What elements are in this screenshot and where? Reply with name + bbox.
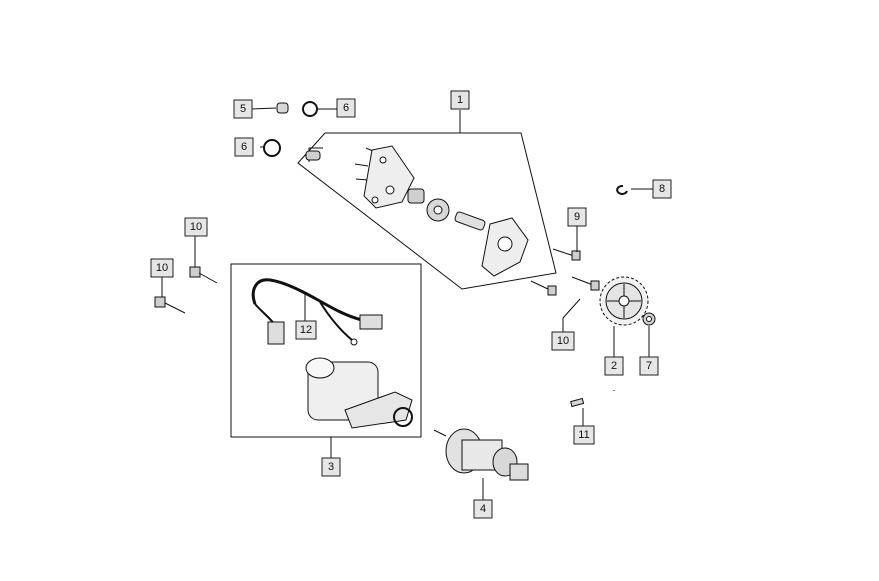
callout-10: 10 bbox=[184, 217, 208, 237]
callout-7: 7 bbox=[639, 356, 659, 376]
callout-9: 9 bbox=[567, 207, 587, 227]
callout-label: 8 bbox=[659, 183, 665, 195]
callout-label: 7 bbox=[646, 360, 652, 372]
callout-label: 11 bbox=[578, 429, 589, 441]
callout-11: 11 bbox=[573, 425, 595, 445]
callout-3: 3 bbox=[321, 457, 341, 477]
sprocket-part bbox=[599, 276, 649, 326]
starter-motor-part bbox=[305, 357, 413, 429]
nut-part bbox=[642, 312, 656, 326]
clutch-assembly-parts bbox=[305, 145, 529, 277]
callout-label: 10 bbox=[190, 221, 202, 233]
callout-label: 10 bbox=[557, 335, 569, 347]
callout-label: 6 bbox=[241, 141, 247, 153]
circlip-part bbox=[616, 184, 628, 195]
callout-4: 4 bbox=[473, 499, 493, 519]
callout-label: 3 bbox=[328, 461, 334, 473]
callout-label: 6 bbox=[343, 102, 349, 114]
bolt-part bbox=[530, 276, 600, 296]
callout-label: 4 bbox=[480, 503, 486, 515]
callout-1: 1 bbox=[450, 90, 470, 110]
callout-label: 5 bbox=[240, 103, 246, 115]
callout-6: 6 bbox=[336, 98, 356, 118]
leader-lines bbox=[161, 107, 653, 500]
callout-label: 10 bbox=[156, 262, 168, 274]
callout-5: 5 bbox=[233, 99, 253, 119]
callout-label: 12 bbox=[300, 324, 312, 336]
key-part bbox=[570, 397, 585, 408]
bendix-gear-part bbox=[433, 428, 529, 481]
callout-10: 10 bbox=[551, 331, 575, 351]
callout-label: 1 bbox=[457, 94, 463, 106]
cap-part bbox=[276, 102, 289, 114]
wiring-harness-part bbox=[251, 278, 383, 346]
callout-12: 12 bbox=[295, 320, 317, 340]
callout-6: 6 bbox=[234, 137, 254, 157]
clutch-group-outline bbox=[297, 132, 557, 290]
callout-label: 2 bbox=[611, 360, 617, 372]
starter-motor-frame bbox=[230, 263, 422, 438]
callout-2: 2 bbox=[604, 356, 624, 376]
callout-8: 8 bbox=[652, 179, 672, 199]
callout-10: 10 bbox=[150, 258, 174, 278]
callout-label: 9 bbox=[574, 211, 580, 223]
bolt-part bbox=[552, 248, 581, 261]
